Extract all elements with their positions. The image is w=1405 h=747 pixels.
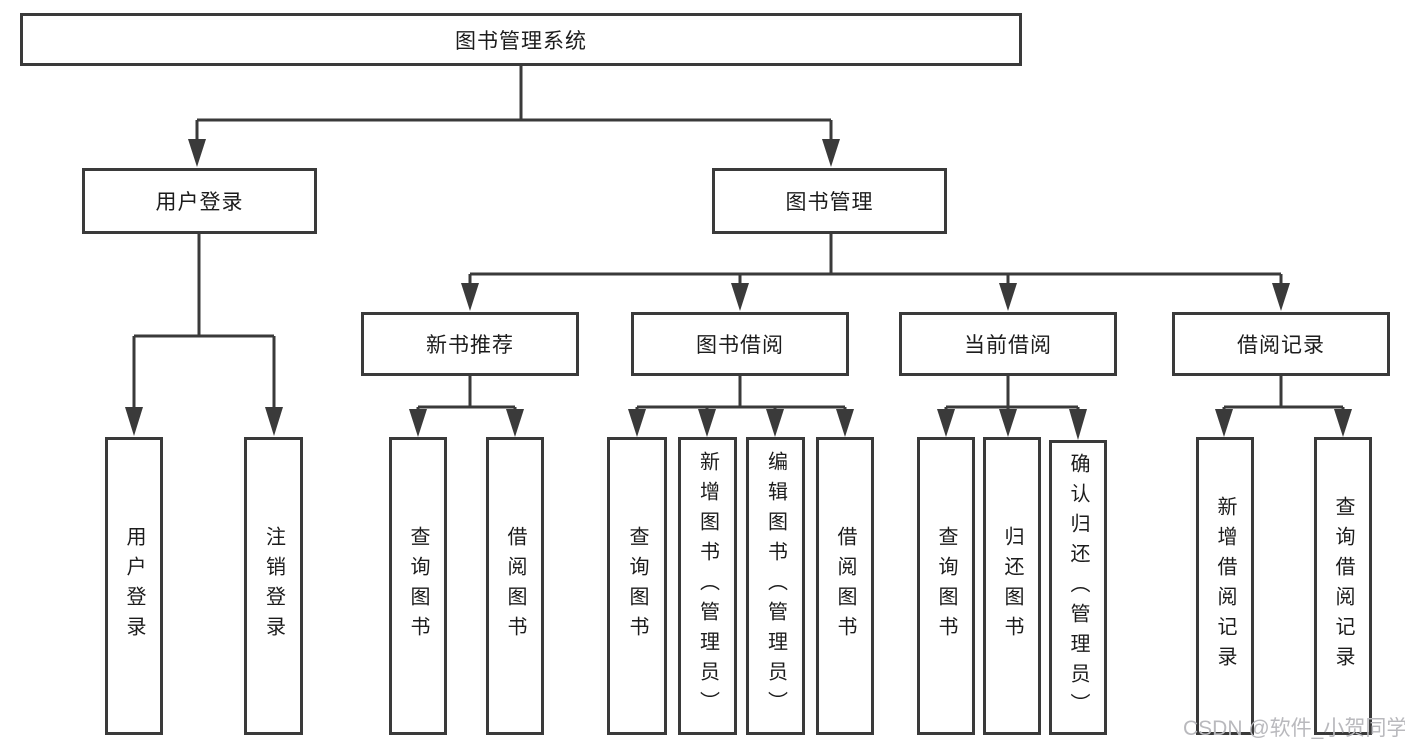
node-label: 借阅图书 <box>504 526 526 646</box>
node-user-login-module: 用户登录 <box>82 168 317 234</box>
node-label: 新增借阅记录 <box>1214 496 1236 676</box>
node-label: 查询借阅记录 <box>1332 496 1354 676</box>
node-leaf-user-login: 用户登录 <box>105 437 163 735</box>
node-label: 用户登录 <box>155 191 244 214</box>
node-label: 借阅记录 <box>1237 334 1325 357</box>
node-label: 注销登录 <box>262 526 285 646</box>
node-records-query-record: 查询借阅记录 <box>1314 437 1372 735</box>
node-label: 查询图书 <box>407 526 429 646</box>
node-book-borrowing: 图书借阅 <box>631 312 849 376</box>
node-current-confirm-return-admin: 确认归还（管理员） <box>1049 440 1107 735</box>
node-label: 当前借阅 <box>964 334 1052 357</box>
node-records-add-record: 新增借阅记录 <box>1196 437 1254 735</box>
node-borrowing-records: 借阅记录 <box>1172 312 1390 376</box>
node-label: 用户登录 <box>123 526 145 646</box>
node-label: 借阅图书 <box>834 526 856 646</box>
node-label: 确认归还（管理员） <box>1067 452 1089 723</box>
node-library-management-system: 图书管理系统 <box>20 13 1022 66</box>
csdn-watermark: CSDN @软件_小贺同学 <box>1183 717 1405 740</box>
node-label: 编辑图书（管理员） <box>764 451 787 721</box>
node-label: 归还图书 <box>1001 526 1023 646</box>
node-current-return-book: 归还图书 <box>983 437 1041 735</box>
node-label: 查询图书 <box>935 526 957 646</box>
node-borrow-edit-book-admin: 编辑图书（管理员） <box>746 437 805 735</box>
node-rec-query-book: 查询图书 <box>389 437 447 735</box>
node-new-book-recommend: 新书推荐 <box>361 312 579 376</box>
node-leaf-logout: 注销登录 <box>244 437 303 735</box>
node-label: 查询图书 <box>626 526 648 646</box>
node-label: 新增图书（管理员） <box>696 451 719 721</box>
node-label: 图书借阅 <box>696 334 784 357</box>
node-borrow-query-book: 查询图书 <box>607 437 667 735</box>
node-current-query-book: 查询图书 <box>917 437 975 735</box>
node-label: 图书管理系统 <box>455 29 587 53</box>
arrowheads <box>125 139 1352 440</box>
node-label: 新书推荐 <box>426 334 514 357</box>
node-borrow-borrow-book: 借阅图书 <box>816 437 874 735</box>
node-rec-borrow-book: 借阅图书 <box>486 437 544 735</box>
node-book-management-module: 图书管理 <box>712 168 947 234</box>
node-label: 图书管理 <box>785 191 874 214</box>
node-borrow-add-book-admin: 新增图书（管理员） <box>678 437 737 735</box>
node-current-borrowing: 当前借阅 <box>899 312 1117 376</box>
